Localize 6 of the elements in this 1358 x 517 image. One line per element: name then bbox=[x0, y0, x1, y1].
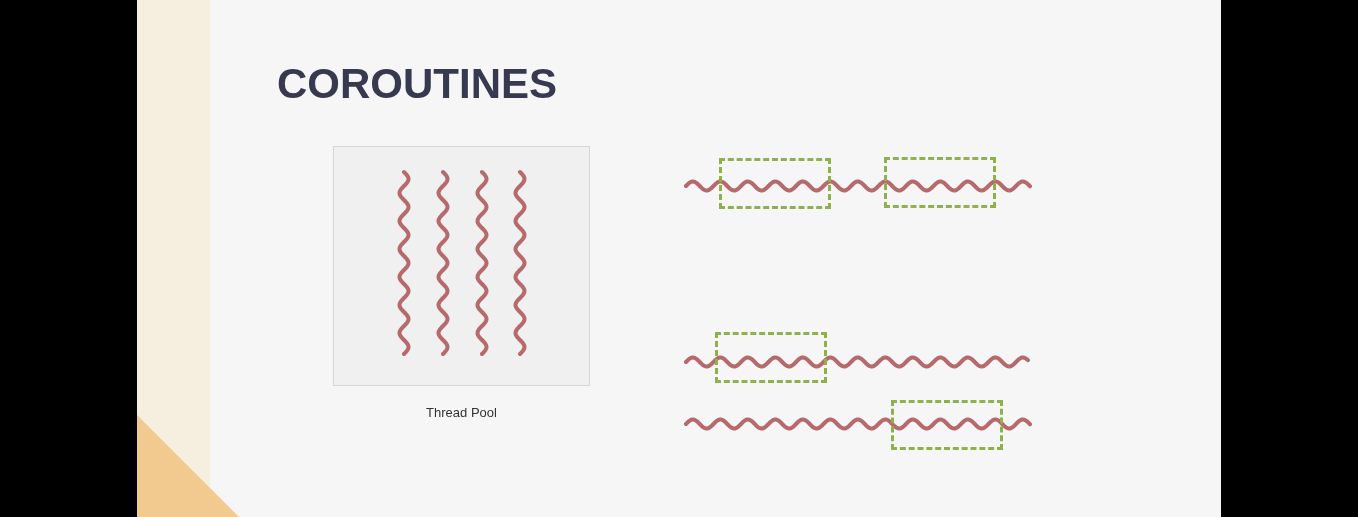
dashed-box bbox=[715, 332, 827, 383]
dashed-box bbox=[891, 400, 1003, 450]
slide-title: COROUTINES bbox=[277, 60, 557, 108]
node-label: Thread Pool bbox=[425, 405, 498, 421]
dashed-box bbox=[719, 158, 831, 209]
dashed-box bbox=[884, 157, 996, 208]
